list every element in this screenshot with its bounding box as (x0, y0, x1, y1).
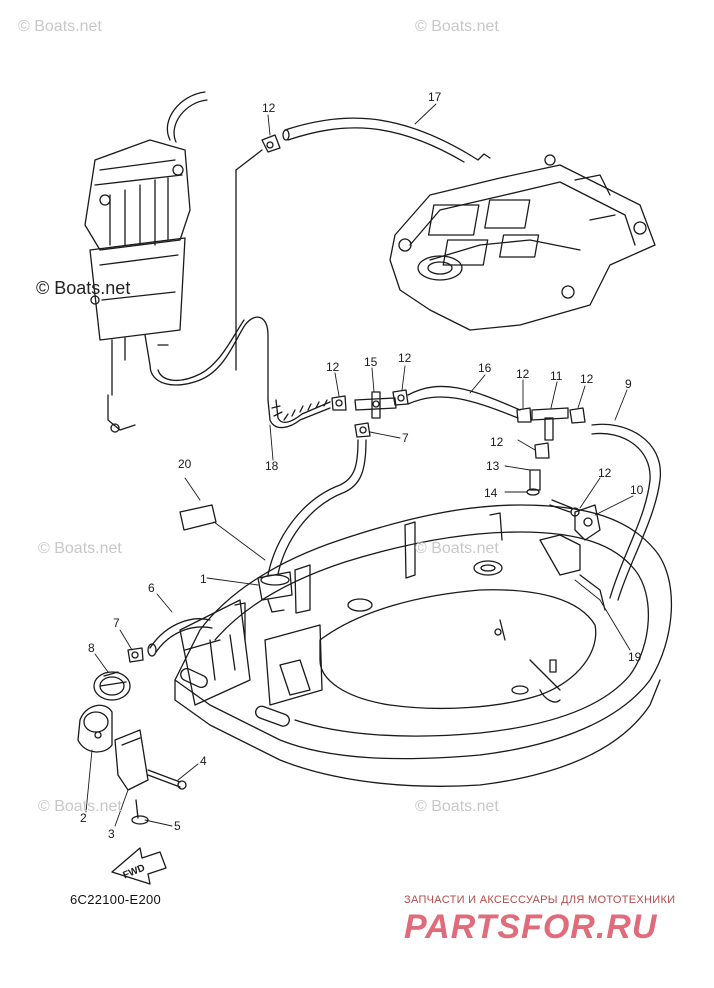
hose-18-corrugated (267, 399, 331, 429)
brand-tagline: ЗАПЧАСТИ И АКСЕССУАРЫ ДЛЯ МОТОТЕХНИКИ (404, 894, 676, 906)
caution-label-20 (179, 504, 217, 531)
callout-10: 10 (630, 483, 644, 497)
grommet-1 (257, 571, 293, 613)
hose-6 (147, 618, 213, 657)
exhaust-guide-plate (389, 154, 656, 331)
watermark: © Boats.net (415, 798, 499, 815)
callout-18: 18 (265, 459, 279, 473)
clamp-12 (569, 407, 586, 424)
hose-17 (282, 117, 491, 163)
nipple-13 (529, 469, 541, 491)
callout-19: 19 (628, 650, 642, 664)
hose-1-inner (277, 439, 367, 575)
callout-7: 7 (113, 616, 120, 630)
callout-4: 4 (200, 754, 207, 768)
callout-9: 9 (625, 377, 632, 391)
leader-line (235, 149, 263, 171)
callout-17: 17 (428, 90, 442, 104)
diagram-part-number: 6C22100-E200 (70, 892, 162, 907)
watermark: © Boats.net (38, 540, 122, 557)
joint-11 (531, 407, 569, 441)
hose-1 (267, 439, 359, 576)
hose-to-separator-inner (157, 319, 245, 381)
callout-12: 12 (516, 367, 530, 381)
clamp-12 (261, 134, 281, 153)
copyright-text: © Boats.net (36, 278, 131, 298)
callout-12: 12 (326, 360, 340, 374)
callout-12: 12 (398, 351, 412, 365)
bottom-cowling (174, 504, 673, 787)
callout-12: 12 (262, 101, 276, 115)
clamp-12 (516, 407, 532, 423)
callout-7: 7 (402, 431, 409, 445)
clamp-7 (354, 422, 371, 438)
hose-to-separator (149, 316, 269, 401)
brand-logo: PARTSFOR.RU (404, 908, 658, 946)
cap-2 (77, 704, 113, 753)
leader-lines (85, 103, 634, 827)
callout-2: 2 (80, 811, 87, 825)
screw-5 (131, 799, 149, 825)
bracket-3 (114, 729, 149, 791)
screw-4 (147, 769, 187, 790)
callout-1: 1 (200, 572, 207, 586)
watermark: © Boats.net (415, 18, 499, 35)
callout-5: 5 (174, 819, 181, 833)
joint-15 (354, 391, 397, 419)
callout-12: 12 (490, 435, 504, 449)
callout-15: 15 (364, 355, 378, 369)
fwd-arrow: FWD (111, 847, 167, 885)
callout-14: 14 (484, 486, 498, 500)
callout-numbers: 1 2 3 4 5 6 7 7 8 9 10 11 12 12 12 12 12… (80, 90, 644, 841)
callout-8: 8 (88, 641, 95, 655)
hose-16 (407, 385, 521, 419)
clamp-7 (127, 647, 144, 663)
callout-11: 11 (550, 369, 563, 383)
callout-3: 3 (108, 827, 115, 841)
vapor-separator-assembly (84, 91, 208, 433)
clip-10 (574, 504, 601, 541)
watermark: © Boats.net (18, 18, 102, 35)
watermark: © Boats.net (38, 798, 122, 815)
hose-9 (591, 423, 661, 601)
watermark: © Boats.net (415, 540, 499, 557)
grommet-8 (93, 671, 131, 701)
callout-12: 12 (598, 466, 612, 480)
clamp-12 (331, 395, 347, 411)
callout-20: 20 (178, 457, 192, 471)
callout-13: 13 (486, 459, 500, 473)
callout-16: 16 (478, 361, 492, 375)
clamp-12 (534, 442, 550, 459)
callout-12: 12 (580, 372, 594, 386)
callout-6: 6 (148, 581, 155, 595)
